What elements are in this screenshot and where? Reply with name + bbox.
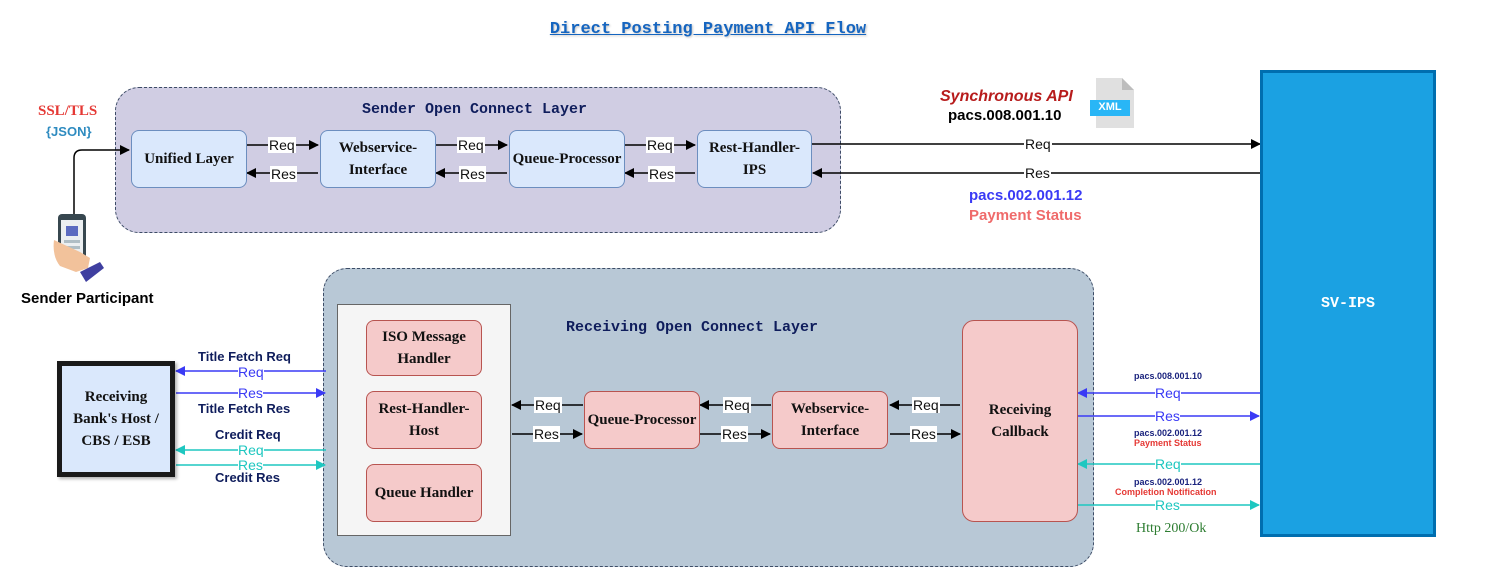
res-label: Res [459,166,486,182]
req-label: Req [534,397,562,413]
title-fetch-req-label: Title Fetch Req [198,349,291,364]
right-pacs-008-label: pacs.008.001.10 [1134,371,1203,381]
ssl-tls-label: SSL/TLS [38,103,98,119]
title-fetch-res-label: Title Fetch Res [198,401,291,416]
res-label: Res [721,426,748,442]
right-req-label: Req [1155,385,1181,401]
res-label: Res [533,426,560,442]
req-label: Req [646,137,674,153]
unified-layer-box: Unified Layer [131,130,247,188]
queue-processor-box: Queue-Processor [584,391,700,449]
diagram-title: Direct Posting Payment API Flow [549,20,867,39]
credit-res-label: Credit Res [215,470,281,485]
http-ok-label: Http 200/Ok [1136,521,1207,536]
pacs-008-label: pacs.008.001.10 [948,107,1062,124]
sync-res-label: Res [1024,165,1051,181]
right-pacs-002b-label: pacs.002.001.12 [1134,477,1203,487]
smartphone-hand-icon [53,214,104,282]
bank-credit-req-label: Req [238,442,264,458]
right-res2-label: Res [1155,497,1180,513]
pacs-002-label: pacs.002.001.12 [969,187,1083,204]
webservice-interface-box: Webservice-Interface [772,391,888,449]
completion-notification-label: Completion Notification [1115,487,1217,497]
iso-message-handler-box: ISO Message Handler [366,320,482,376]
right-req2-label: Req [1155,456,1181,472]
synchronous-api-label: Synchronous API [940,88,1073,105]
req-label: Req [457,137,485,153]
sync-req-label: Req [1024,136,1052,152]
xml-file-icon: XML [1090,78,1134,128]
credit-req-label: Credit Req [215,427,281,442]
bank-req-label: Req [238,364,264,380]
bank-res-label: Res [238,385,263,401]
right-payment-status-label: Payment Status [1134,438,1202,448]
req-label: Req [723,397,751,413]
sender-participant-label: Sender Participant [21,290,154,307]
rest-handler-ips-box: Rest-Handler-IPS [697,130,812,188]
res-label: Res [270,166,297,182]
req-label: Req [268,137,296,153]
queue-processor-box: Queue-Processor [509,130,625,188]
right-res-label: Res [1155,408,1180,424]
sv-ips-system: SV-IPS [1260,70,1436,537]
receiving-bank-host-box: Receiving Bank's Host / CBS / ESB [57,361,175,477]
bank-credit-res-label: Res [238,457,263,473]
right-pacs-002-label: pacs.002.001.12 [1134,428,1203,438]
rest-handler-host-box: Rest-Handler-Host [366,391,482,449]
xml-badge-text: XML [1098,101,1122,113]
res-label: Res [648,166,675,182]
receiving-layer-title: Receiving Open Connect Layer [566,319,819,336]
req-label: Req [912,397,940,413]
sender-layer-title: Sender Open Connect Layer [362,101,588,118]
queue-handler-box: Queue Handler [366,464,482,522]
res-label: Res [910,426,937,442]
webservice-interface-box: Webservice-Interface [320,130,436,188]
payment-status-label: Payment Status [969,207,1082,224]
json-label: {JSON} [46,124,92,139]
receiving-callback-box: Receiving Callback [962,320,1078,522]
